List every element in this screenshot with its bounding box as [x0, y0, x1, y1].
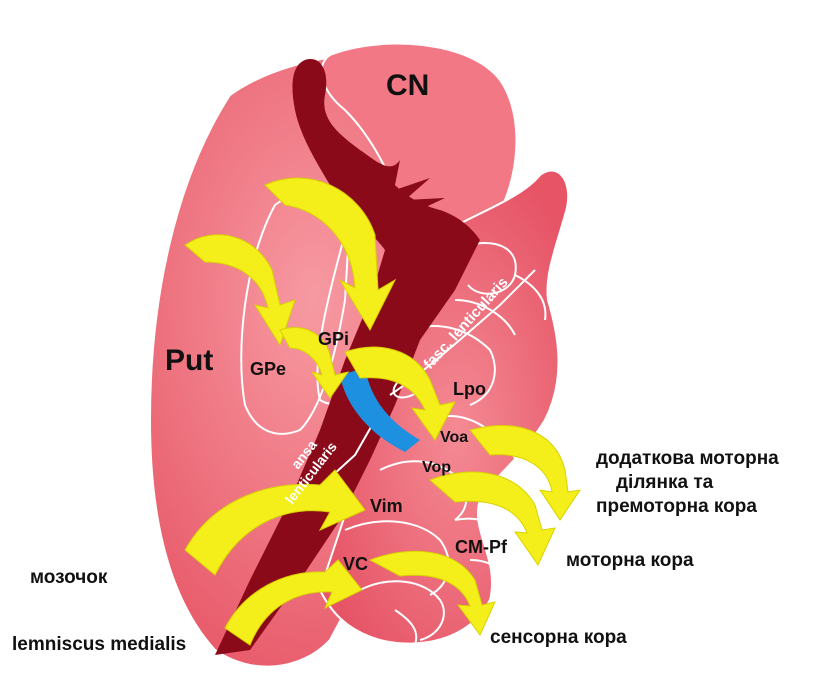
label-gpe: GPe: [250, 359, 286, 379]
label-lpo: Lpo: [453, 379, 486, 399]
output-premotor-line2: ділянка та: [616, 472, 714, 493]
output-premotor-line1: додаткова моторна: [596, 448, 779, 469]
output-premotor-line3: премоторна кора: [596, 496, 757, 517]
label-voa: Voa: [440, 429, 468, 446]
label-cm-pf: CM-Pf: [455, 537, 508, 557]
input-lemniscus: lemniscus medialis: [12, 634, 186, 655]
label-cn: CN: [386, 69, 429, 102]
output-motor: моторна кора: [566, 550, 694, 571]
label-put: Put: [165, 344, 213, 377]
output-sensory: сенсорна кора: [490, 627, 627, 648]
input-cerebellum: мозочок: [30, 567, 108, 588]
label-vop: Vop: [422, 459, 451, 476]
label-gpi: GPi: [318, 329, 349, 349]
label-vc: VC: [343, 554, 368, 574]
label-vim: Vim: [370, 496, 403, 516]
